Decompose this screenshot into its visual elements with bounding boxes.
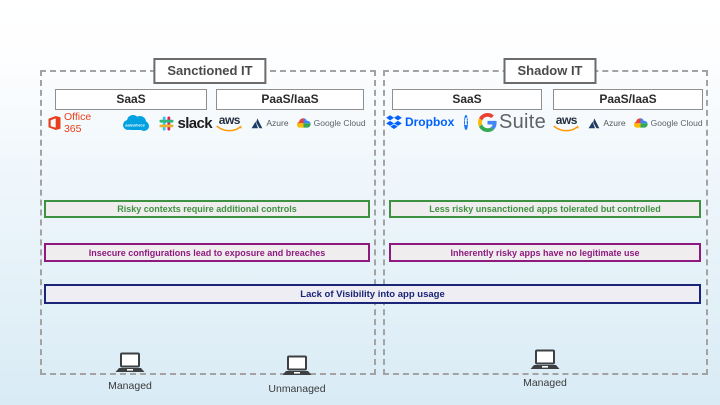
google-cloud-icon bbox=[296, 118, 311, 128]
group-label: PaaS/IaaS bbox=[261, 92, 319, 106]
banner-text: Risky contexts require additional contro… bbox=[117, 204, 297, 214]
aws-label: aws bbox=[555, 112, 578, 127]
aws-label: aws bbox=[218, 112, 241, 127]
slack-logo: slack bbox=[159, 114, 213, 132]
sanctioned-paas-header: PaaS/IaaS bbox=[216, 89, 364, 110]
azure-logo: Azure bbox=[251, 117, 289, 129]
shadow-it-title: Shadow IT bbox=[503, 58, 597, 84]
banner-text: Insecure configurations lead to exposure… bbox=[88, 247, 326, 258]
shadow-green-banner: Less risky unsanctioned apps tolerated b… bbox=[389, 200, 701, 218]
azure-logo: Azure bbox=[588, 117, 626, 129]
google-cloud-label: Google Cloud bbox=[650, 118, 703, 128]
aws-logo: aws bbox=[551, 112, 581, 132]
device-label: Managed bbox=[523, 377, 567, 389]
shadow-paas-logos: aws Azure Google Cl bbox=[551, 110, 703, 136]
sanctioned-it-title-label: Sanctioned IT bbox=[167, 63, 253, 78]
group-label: SaaS bbox=[116, 92, 146, 106]
dropbox-label: Dropbox bbox=[404, 115, 455, 129]
salesforce-logo: salesforce bbox=[119, 113, 151, 133]
gsuite-logo: Suite bbox=[477, 110, 547, 134]
google-g-icon bbox=[477, 112, 497, 132]
gsuite-label: Suite bbox=[498, 110, 547, 133]
device-managed-2: Managed bbox=[505, 349, 585, 389]
dropbox-icon bbox=[386, 115, 402, 129]
laptop-icon bbox=[115, 352, 145, 372]
slack-hash-icon bbox=[159, 115, 174, 131]
sanctioned-green-banner: Risky contexts require additional contro… bbox=[44, 200, 370, 218]
salesforce-cloud-icon: salesforce bbox=[123, 115, 150, 131]
google-cloud-logo: Google Cloud bbox=[296, 117, 366, 129]
shadow-it-title-label: Shadow IT bbox=[517, 63, 583, 78]
sanctioned-saas-logos: Office 365 salesforce slack bbox=[48, 110, 213, 136]
office365-logo: Office 365 bbox=[48, 111, 111, 135]
aws-logo: aws bbox=[214, 112, 244, 132]
google-cloud-label: Google Cloud bbox=[313, 118, 366, 128]
azure-icon bbox=[588, 117, 600, 128]
aws-smile-icon bbox=[553, 125, 580, 131]
sanctioned-purple-banner: Insecure configurations lead to exposure… bbox=[44, 243, 370, 262]
shadow-saas-header: SaaS bbox=[392, 89, 542, 110]
google-cloud-icon bbox=[633, 118, 648, 128]
google-cloud-logo: Google Cloud bbox=[633, 117, 703, 129]
dropbox-logo: Dropbox bbox=[386, 115, 454, 129]
shadow-purple-banner: Inherently risky apps have no legitimate… bbox=[389, 243, 701, 262]
device-managed-1: Managed bbox=[90, 352, 170, 392]
azure-label: Azure bbox=[603, 118, 626, 128]
sanctioned-saas-header: SaaS bbox=[55, 89, 207, 110]
facebook-f: f bbox=[464, 116, 468, 128]
banner-text: Less risky unsanctioned apps tolerated b… bbox=[429, 204, 661, 214]
sanctioned-it-title: Sanctioned IT bbox=[153, 58, 267, 84]
shadow-paas-header: PaaS/IaaS bbox=[553, 89, 703, 110]
laptop-icon bbox=[282, 355, 312, 375]
banner-text: Inherently risky apps have no legitimate… bbox=[450, 247, 640, 258]
aws-smile-icon bbox=[216, 125, 243, 131]
group-label: SaaS bbox=[452, 92, 482, 106]
device-label: Managed bbox=[108, 380, 152, 392]
office365-icon bbox=[48, 116, 61, 130]
device-unmanaged: Unmanaged bbox=[257, 355, 337, 395]
svg-text:salesforce: salesforce bbox=[126, 123, 147, 128]
shadow-saas-logos: Dropbox f Suite bbox=[386, 106, 547, 138]
laptop-icon bbox=[530, 349, 560, 369]
device-label: Unmanaged bbox=[268, 383, 326, 395]
visibility-banner: Lack of Visibility into app usage bbox=[44, 284, 701, 304]
azure-label: Azure bbox=[266, 118, 289, 128]
azure-icon bbox=[251, 117, 263, 128]
sanctioned-paas-logos: aws Azure Google Cl bbox=[214, 110, 366, 136]
facebook-icon: f bbox=[464, 114, 468, 130]
slack-label: slack bbox=[177, 114, 212, 132]
office365-label: Office 365 bbox=[63, 111, 92, 135]
group-label: PaaS/IaaS bbox=[599, 92, 657, 106]
banner-text: Lack of Visibility into app usage bbox=[300, 288, 445, 300]
